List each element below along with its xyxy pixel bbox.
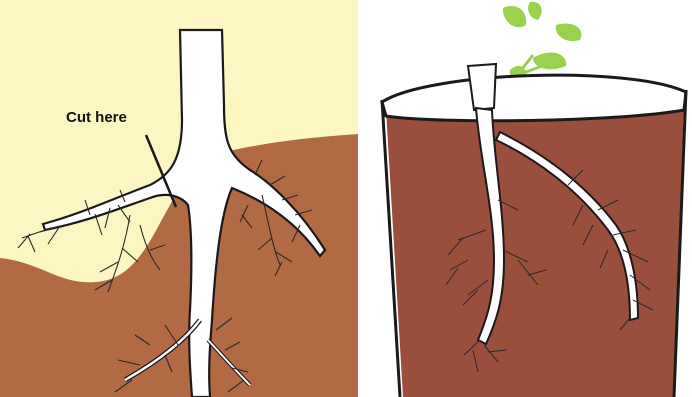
right-illustration-panel <box>368 0 692 397</box>
root-cutting-illustration: Cut here <box>0 0 358 397</box>
left-illustration-panel: Cut here <box>0 0 358 397</box>
potted-cutting-illustration <box>368 0 692 397</box>
pot-soil <box>386 100 684 397</box>
cut-here-label: Cut here <box>66 109 127 126</box>
cutting-top <box>468 64 496 110</box>
